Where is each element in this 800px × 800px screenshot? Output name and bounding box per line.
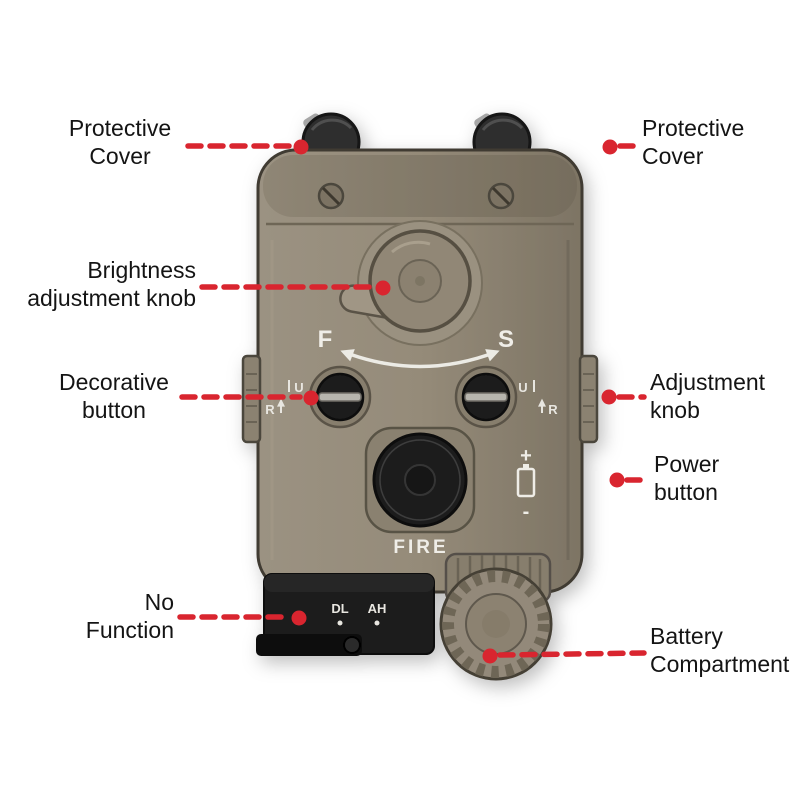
rail-markings-right: U R — [518, 380, 558, 417]
adjustment-knob — [454, 365, 518, 429]
marking-fire: FIRE — [393, 537, 448, 558]
brightness-adjustment-knob-group — [339, 220, 483, 346]
rail-markings-left: U R — [265, 380, 304, 417]
power-button-group — [364, 426, 476, 534]
callout-power-button — [609, 472, 651, 488]
callout-battery-compartment — [482, 648, 647, 664]
module-clamp — [256, 634, 362, 656]
bottom-module: DL AH — [256, 573, 435, 656]
deck-screw-left — [317, 182, 345, 210]
marking-r-right: R — [548, 402, 558, 417]
marking-minus: - — [523, 501, 530, 523]
label-brightness-adjustment-knob: Brightness adjustment knob — [27, 257, 196, 312]
callout-no-function — [177, 610, 307, 626]
label-battery-compartment: Battery Compartment — [650, 623, 790, 678]
label-decorative-button: Decorative button — [59, 369, 169, 424]
marking-u-left: U — [294, 380, 303, 395]
marking-f: F — [318, 326, 333, 353]
battery-compartment-cap — [439, 552, 553, 681]
decorative-button-knob — [308, 365, 372, 429]
callout-adjustment-knob — [601, 389, 647, 405]
device-illustration: F S U R U R — [241, 112, 599, 681]
marking-ah: AH — [368, 601, 387, 616]
callout-lines — [177, 139, 651, 664]
callout-brightness-adjustment-knob — [199, 280, 391, 296]
label-protective-cover-left: Protective Cover — [68, 115, 172, 170]
battery-cap-knurl — [442, 570, 550, 678]
callout-protective-cover-right — [602, 139, 639, 155]
marking-plus: + — [520, 445, 532, 467]
mode-direction-arc — [340, 349, 500, 369]
marking-u-right: U — [518, 380, 527, 395]
battery-polarity-indicator: + - — [516, 445, 536, 523]
top-deck — [263, 155, 577, 217]
label-adjustment-knob: Adjustment knob — [650, 369, 766, 424]
side-rail-right — [578, 354, 599, 444]
marking-s: S — [498, 326, 514, 353]
marking-dl: DL — [331, 601, 348, 616]
label-power-button: Power button — [654, 451, 720, 506]
clamp-bolt — [343, 636, 361, 654]
label-no-function: No Function — [85, 589, 174, 644]
deck-screw-right — [487, 182, 515, 210]
callout-decorative-button — [179, 390, 319, 406]
marking-r-left: R — [265, 402, 275, 417]
callout-protective-cover-left — [185, 139, 309, 155]
label-protective-cover-right: Protective Cover — [642, 115, 745, 170]
